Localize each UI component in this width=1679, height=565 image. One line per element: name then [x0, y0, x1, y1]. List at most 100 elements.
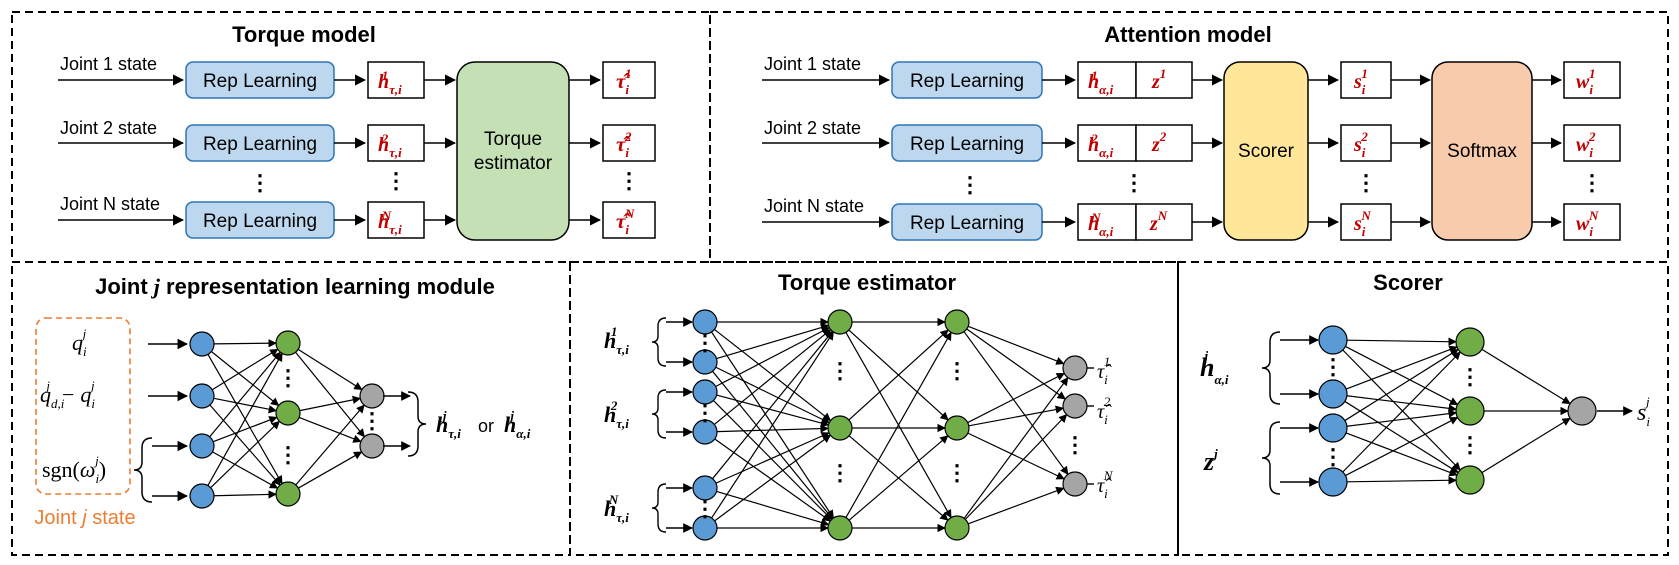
network-node	[827, 415, 853, 441]
attention-rep-label-2: Rep Learning	[910, 134, 1024, 155]
network-node	[944, 309, 970, 335]
network-node	[275, 400, 301, 426]
w-boxes: wi1 wi2 wiN	[1563, 61, 1621, 241]
vertical-dots: ⋮	[277, 365, 299, 390]
te-input-h2: hτ,i2	[604, 398, 629, 431]
attention-input-1: Joint 1 state	[764, 54, 861, 74]
te-input-h1: hτ,i1	[604, 324, 629, 357]
attention-rep-label-1: Rep Learning	[910, 71, 1024, 92]
s-2: si2	[1353, 129, 1368, 160]
te-output-n: τ̂iN	[1097, 468, 1114, 501]
tau-hat-2: τ̂i2	[616, 129, 632, 160]
torque-rep-boxes: Rep Learning Rep Learning Rep Learning	[185, 61, 335, 239]
network-node	[275, 330, 301, 356]
te-input-hn: hτ,iN	[604, 492, 629, 525]
vertical-dots: ⋮	[1322, 444, 1344, 469]
tau-hat-1: τ̂i1	[616, 66, 631, 97]
network-edges	[207, 339, 365, 499]
te-output-2: τ̂i2	[1097, 394, 1112, 427]
vertical-dots: ⋮	[1064, 432, 1086, 457]
network-node	[692, 309, 718, 335]
s-1: si1	[1353, 66, 1368, 97]
network-node	[275, 481, 301, 507]
network-node	[359, 383, 385, 409]
vertical-dots: ⋮	[694, 496, 716, 521]
network-node	[1318, 467, 1348, 497]
network-node	[1567, 396, 1597, 426]
rep-network: ⋮ ⋮ ⋮	[189, 330, 411, 509]
input-q-diff: qd,ij−qij	[40, 378, 95, 411]
network-node	[692, 379, 718, 405]
torque-estimator-label-1: Torque	[484, 129, 542, 150]
network-node	[1062, 393, 1088, 419]
attention-model: Attention model Joint 1 state Joint 2 st…	[762, 22, 1621, 241]
input-sgn: sgn(ωij)	[42, 453, 106, 486]
network-node	[359, 433, 385, 459]
network-node	[827, 309, 853, 335]
te-output-1: τ̂i1	[1097, 354, 1112, 387]
output-brace	[407, 391, 427, 457]
network-node	[692, 349, 718, 375]
network-node	[1318, 325, 1348, 355]
tau-hat-outputs: τ̂i1 τ̂i2 τ̂iN	[602, 61, 656, 239]
vertical-dots: ⋮	[249, 170, 271, 195]
vertical-dots: ⋮	[1581, 170, 1603, 195]
network-node	[1455, 396, 1485, 426]
vertical-dots: ⋮	[361, 408, 383, 433]
torque-input-n: Joint N state	[60, 194, 160, 214]
torque-estimator-network: ⋮⋮⋮⋮⋮⋮⋮⋮	[666, 309, 1094, 541]
output-h-alpha: hα,ij	[504, 408, 531, 441]
torque-estimator-label-2: estimator	[474, 153, 553, 174]
vertical-dots: ⋮	[1355, 170, 1377, 195]
rep-learning-label-2: Rep Learning	[203, 134, 317, 155]
h-alpha-z-boxes: hα,i1 hα,i2 hα,iN z1 z2 zN	[1077, 61, 1193, 241]
scorer-label: Scorer	[1238, 141, 1295, 162]
output-h-tau: hτ,ij	[436, 408, 461, 441]
network-node	[1318, 413, 1348, 443]
vertical-dots: ⋮	[829, 460, 851, 485]
network-node	[1455, 327, 1485, 357]
vertical-dots: ⋮	[277, 442, 299, 467]
network-node	[189, 433, 215, 459]
network-edges	[711, 317, 1069, 533]
network-node	[189, 331, 215, 357]
attention-input-n: Joint N state	[764, 196, 864, 216]
h-tau-boxes: hτ,i1 hτ,i2 hτ,iN	[367, 61, 425, 239]
sgn-brace	[133, 437, 153, 503]
torque-model-title: Torque model	[232, 22, 376, 47]
vertical-dots: ⋮	[385, 168, 407, 193]
scorer-title: Scorer	[1373, 270, 1443, 295]
vertical-dots: ⋮	[1322, 354, 1344, 379]
scorer-input-h: hα,ij	[1200, 348, 1229, 387]
vertical-dots: ⋮	[694, 330, 716, 355]
scorer-network: ⋮⋮⋮⋮	[1280, 325, 1633, 497]
s-boxes: si1 si2 siN	[1340, 61, 1392, 241]
network-node	[944, 515, 970, 541]
vertical-dots: ⋮	[946, 460, 968, 485]
attention-model-panel	[709, 11, 1669, 263]
torque-input-2: Joint 2 state	[60, 118, 157, 138]
torque-estimator-box	[456, 61, 570, 241]
vertical-dots: ⋮	[694, 400, 716, 425]
network-node	[692, 475, 718, 501]
h-tau-n: hτ,iN	[378, 208, 402, 237]
torque-input-1: Joint 1 state	[60, 54, 157, 74]
network-node	[692, 419, 718, 445]
vertical-dots: ⋮	[946, 358, 968, 383]
panel-borders	[11, 11, 1669, 556]
scorer-panel	[1177, 261, 1669, 556]
network-node	[1062, 471, 1088, 497]
network-node	[1455, 465, 1485, 495]
vertical-dots: ⋮	[1123, 170, 1145, 195]
rep-learning-label-n: Rep Learning	[203, 211, 317, 232]
torque-model: Torque model Joint 1 state Joint 2 state…	[58, 22, 656, 241]
attention-input-2: Joint 2 state	[764, 118, 861, 138]
input-q: qij	[72, 326, 87, 359]
vertical-dots: ⋮	[959, 172, 981, 197]
network-node	[827, 515, 853, 541]
vertical-dots: ⋮	[1459, 432, 1481, 457]
network-node	[1062, 355, 1088, 381]
rep-learning-label-1: Rep Learning	[203, 71, 317, 92]
